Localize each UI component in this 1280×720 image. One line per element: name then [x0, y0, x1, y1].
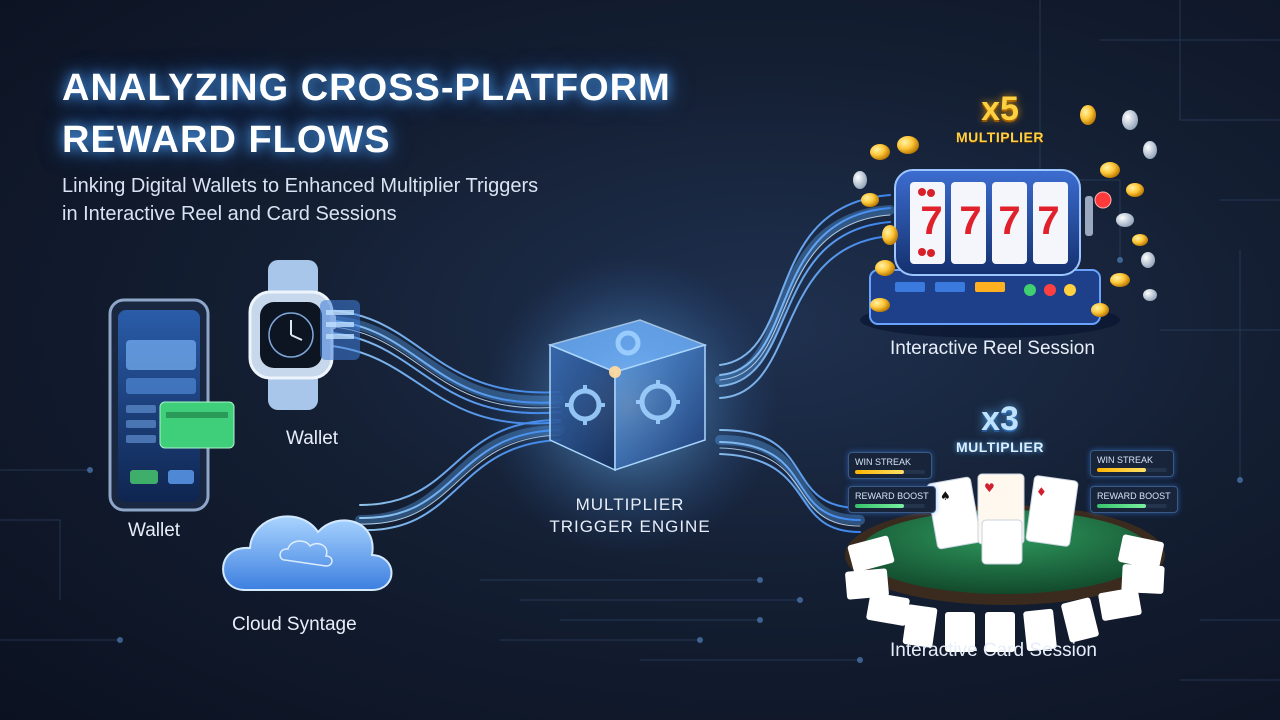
win-streak-badge-right: WIN STREAK: [1090, 450, 1174, 477]
subtitle-line-1: Linking Digital Wallets to Enhanced Mult…: [62, 175, 539, 197]
hand-cards: [926, 473, 1079, 565]
card-multiplier: x3 MULTIPLIER: [930, 400, 1070, 455]
badge-label: REWARD BOOST: [855, 491, 929, 501]
card-session-label: Interactive Card Session: [890, 640, 1097, 661]
reel-multiplier-value: x5: [981, 90, 1019, 128]
reel-symbol-2: 7: [959, 199, 982, 243]
gear-icon: [568, 330, 677, 422]
engine-label-line-1: MULTIPLIER: [575, 495, 685, 514]
reward-boost-badge-right: REWARD BOOST: [1090, 486, 1178, 513]
reel-multiplier-word: MULTIPLIER: [956, 129, 1044, 145]
watch-wallet-label: Wallet: [286, 428, 339, 449]
reel-multiplier: x5 MULTIPLIER: [930, 90, 1070, 145]
coins-decoration: [853, 105, 1157, 317]
card-multiplier-value: x3: [981, 400, 1019, 438]
reel-session-label: Interactive Reel Session: [890, 338, 1095, 359]
cloud-icon: [222, 515, 393, 591]
engine-label: MULTIPLIER TRIGGER ENGINE: [540, 494, 720, 538]
card-table: ♠ ♥ ♦: [845, 473, 1165, 652]
table-cards: [845, 534, 1165, 652]
subtitle-line-2: in Interactive Reel and Card Sessions: [62, 203, 397, 225]
reel-symbols: 7 7 7 7: [910, 186, 1070, 256]
engine-label-line-2: TRIGGER ENGINE: [549, 517, 711, 536]
title-line-2: REWARD FLOWS: [62, 119, 391, 161]
page-subtitle: Linking Digital Wallets to Enhanced Mult…: [62, 172, 662, 228]
reel-symbol-3: 7: [998, 199, 1021, 243]
badge-label: REWARD BOOST: [1097, 491, 1171, 501]
reward-boost-badge-left: REWARD BOOST: [848, 486, 936, 513]
phone-wallet-label: Wallet: [128, 520, 181, 541]
watch-device: [248, 260, 360, 410]
cherry-icon: [918, 188, 935, 257]
engine-cube: [547, 319, 708, 472]
cloud-label: Cloud Syntage: [232, 614, 357, 635]
badge-label: WIN STREAK: [1097, 455, 1154, 465]
win-streak-badge-left: WIN STREAK: [848, 452, 932, 479]
slot-machine: [860, 169, 1120, 338]
diamond-icon: ♦: [1036, 485, 1047, 499]
badge-progress: [1097, 504, 1167, 508]
circuit-lines: [0, 0, 1280, 681]
circuit-nodes: [87, 257, 1243, 663]
badge-label: WIN STREAK: [855, 457, 912, 467]
phone-device: [108, 298, 235, 512]
title-line-1: ANALYZING CROSS-PLATFORM: [62, 67, 671, 109]
badge-progress: [1097, 468, 1167, 472]
reel-symbol-1: 7: [920, 199, 943, 243]
badge-progress: [855, 504, 925, 508]
badge-progress: [855, 470, 925, 474]
reel-symbol-4: 7: [1037, 199, 1060, 243]
page-title: ANALYZING CROSS-PLATFORM REWARD FLOWS: [62, 62, 671, 166]
spade-icon: ♠: [940, 489, 951, 503]
heart-icon: ♥: [984, 481, 995, 495]
card-multiplier-word: MULTIPLIER: [956, 439, 1044, 455]
